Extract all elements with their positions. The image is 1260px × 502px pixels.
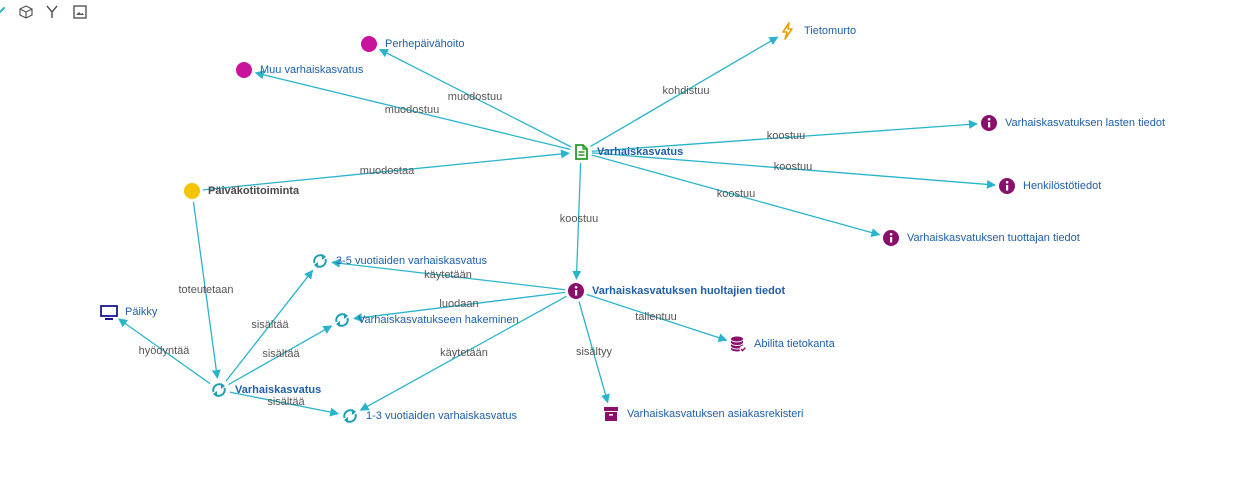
edge-vkproc-v35[interactable] (225, 269, 314, 382)
dot-icon (184, 183, 200, 199)
edge-vk-lapset[interactable] (591, 119, 978, 152)
node-label: Päikky (125, 306, 158, 318)
edge-label: koostuu (767, 130, 806, 142)
node-label: Varhaiskasvatus (597, 146, 683, 158)
node-abilita[interactable]: Abilita tietokanta (730, 336, 836, 353)
node-paikky[interactable]: Päikky (100, 305, 158, 320)
node-huolt[interactable]: Varhaiskasvatuksen huoltajien tiedot (568, 283, 786, 299)
edge-paivakoti-vk[interactable] (202, 149, 570, 191)
node-label: Varhaiskasvatukseen hakeminen (358, 314, 519, 326)
edge-paivakoti-vkproc[interactable] (192, 201, 221, 380)
node-lapset[interactable]: Varhaiskasvatuksen lasten tiedot (981, 115, 1165, 131)
edge-label: koostuu (774, 161, 813, 173)
edge-vkproc-paikky[interactable] (118, 318, 211, 385)
node-vk[interactable]: Varhaiskasvatus (575, 144, 683, 160)
node-label: Varhaiskasvatuksen tuottajan tiedot (907, 232, 1080, 244)
image-icon[interactable] (72, 4, 88, 20)
edge-vkproc-hakem[interactable] (228, 325, 333, 386)
node-tietomurto[interactable]: Tietomurto (782, 22, 856, 40)
node-vkproc[interactable]: Varhaiskasvatus (212, 383, 321, 397)
branch-icon[interactable] (44, 4, 60, 20)
node-label: Henkilöstötiedot (1023, 180, 1101, 192)
edge-label: koostuu (560, 213, 599, 225)
node-label: Varhaiskasvatuksen lasten tiedot (1005, 117, 1165, 129)
edge-label: tallentuu (635, 311, 677, 323)
node-paivakoti[interactable]: Päiväkotitoiminta (184, 183, 300, 199)
edge-huolt-v35[interactable] (331, 258, 566, 291)
edge-vk-henk[interactable] (591, 152, 996, 189)
node-label: Varhaiskasvatus (235, 384, 321, 396)
pen-icon[interactable] (0, 4, 10, 20)
info-icon (999, 178, 1015, 194)
edge-label: sisältyy (576, 346, 613, 358)
edge-label: sisältää (251, 319, 289, 331)
edge-huolt-hakem[interactable] (353, 291, 566, 322)
edge-vk-tietomurto[interactable] (590, 36, 779, 148)
edge-label: koostuu (717, 188, 756, 200)
edge-huolt-rekisteri[interactable] (578, 301, 610, 404)
edge-label: muodostaa (360, 165, 415, 177)
cycle-icon (313, 254, 327, 268)
cube-icon[interactable] (18, 4, 34, 20)
edge-labels-layer: muodostuu muodostuu kohdistuu koostuu koostu… (139, 85, 813, 408)
node-label: Päiväkotitoiminta (208, 185, 300, 197)
info-icon (883, 230, 899, 246)
node-rekisteri[interactable]: Varhaiskasvatuksen asiakasrekisteri (604, 407, 803, 421)
node-label: Perhepäivähoito (385, 38, 465, 50)
node-label: Abilita tietokanta (754, 338, 836, 350)
node-hakem[interactable]: Varhaiskasvatukseen hakeminen (335, 313, 519, 327)
dot-icon (236, 62, 252, 78)
node-label: Tietomurto (804, 25, 856, 37)
node-label: 3-5 vuotiaiden varhaiskasvatus (336, 255, 488, 267)
edge-vkproc-v13[interactable] (229, 391, 340, 417)
edges-layer (118, 36, 996, 417)
node-label: Varhaiskasvatuksen huoltajien tiedot (592, 285, 786, 297)
edge-label: luodaan (439, 298, 478, 310)
node-tuottaja[interactable]: Varhaiskasvatuksen tuottajan tiedot (883, 230, 1080, 246)
edge-label: muodostuu (448, 91, 502, 103)
edge-label: kohdistuu (662, 85, 709, 97)
edge-huolt-abilita[interactable] (586, 293, 728, 343)
edge-label: muodostuu (385, 104, 439, 116)
edge-label: hyödyntää (139, 345, 191, 357)
node-perhe[interactable]: Perhepäivähoito (361, 36, 465, 52)
node-henk[interactable]: Henkilöstötiedot (999, 178, 1101, 194)
edge-label: käytetään (424, 269, 472, 281)
node-label: 1-3 vuotiaiden varhaiskasvatus (366, 410, 518, 422)
edge-label: sisältää (267, 396, 305, 408)
document-icon (575, 144, 588, 160)
node-v13[interactable]: 1-3 vuotiaiden varhaiskasvatus (343, 409, 518, 423)
bolt-icon (782, 22, 793, 40)
cycle-icon (343, 409, 357, 423)
node-muu[interactable]: Muu varhaiskasvatus (236, 62, 364, 78)
edge-huolt-v13[interactable] (359, 295, 567, 411)
edge-vk-tuottaja[interactable] (591, 154, 881, 237)
monitor-icon (100, 305, 118, 320)
edge-vk-muu[interactable] (254, 70, 571, 151)
node-v35[interactable]: 3-5 vuotiaiden varhaiskasvatus (313, 254, 488, 268)
info-icon (981, 115, 997, 131)
dot-icon (361, 36, 377, 52)
edge-label: käytetään (440, 347, 488, 359)
database-icon (730, 336, 747, 353)
info-icon (568, 283, 584, 299)
node-label: Muu varhaiskasvatus (260, 64, 364, 76)
cycle-icon (335, 313, 349, 327)
node-label: Varhaiskasvatuksen asiakasrekisteri (627, 408, 803, 420)
edge-label: sisältää (262, 348, 300, 360)
cycle-icon (212, 383, 226, 397)
edge-vk-huolt[interactable] (572, 162, 582, 280)
archive-icon (604, 407, 618, 421)
edge-vk-perhe[interactable] (378, 48, 572, 148)
edge-label: toteutetaan (178, 284, 233, 296)
